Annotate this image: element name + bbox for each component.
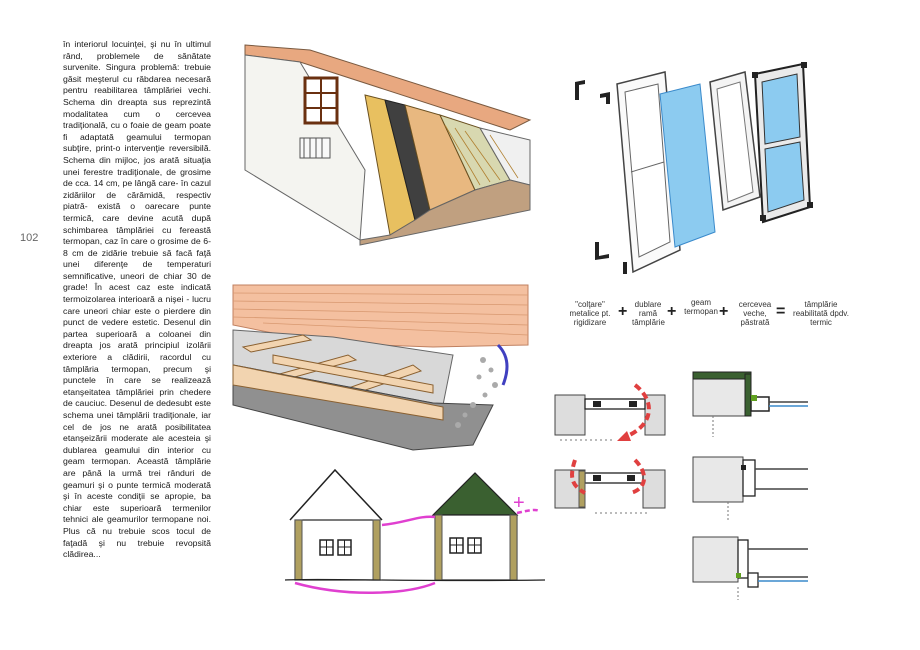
thermopane-glass (659, 83, 716, 248)
body-text: în interiorul locuinţei, şi nu în ultimu… (63, 39, 211, 561)
house-insulated (431, 472, 519, 581)
term-restored-window: tâmplărie reabilitată dpdv. termic (793, 300, 849, 327)
equals-operator: = (776, 303, 786, 320)
window-niche-section-1 (554, 383, 666, 441)
term-frame-doubling: dublare ramă tâmplărie (632, 300, 665, 327)
airflow-arrow (496, 343, 509, 386)
restored-window (752, 62, 813, 224)
gravel (455, 357, 498, 428)
wall-insulation-drawing (240, 44, 532, 246)
body-paragraph: în interiorul locuinţei, şi nu în ultimu… (63, 39, 211, 560)
jamb-detail-doubled (692, 536, 808, 600)
floor-joist-drawing (232, 284, 529, 451)
jamb-detail-insulated (692, 371, 808, 437)
metal-corner-brackets (575, 80, 627, 274)
plus-operator-1: + (618, 303, 628, 320)
plus-mark: + (513, 492, 525, 514)
page-number: 102 (20, 232, 39, 244)
plus-operator-2: + (667, 303, 677, 320)
old-sash (709, 71, 761, 212)
window-exploded-drawing (575, 62, 813, 274)
term-corners: "colţare" metalice pt. rigidizare (569, 300, 611, 327)
house-sketch: + (284, 468, 546, 594)
term-thermopane: geam termopan (684, 298, 718, 316)
term-old-sash: cercevea veche, păstrată (738, 300, 772, 327)
plus-operator-3: + (719, 303, 729, 320)
interior-window (303, 76, 339, 125)
radiator (299, 137, 331, 159)
window-niche-section-2 (554, 458, 666, 514)
jamb-detail-traditional (692, 456, 808, 520)
house-uninsulated (289, 468, 383, 581)
